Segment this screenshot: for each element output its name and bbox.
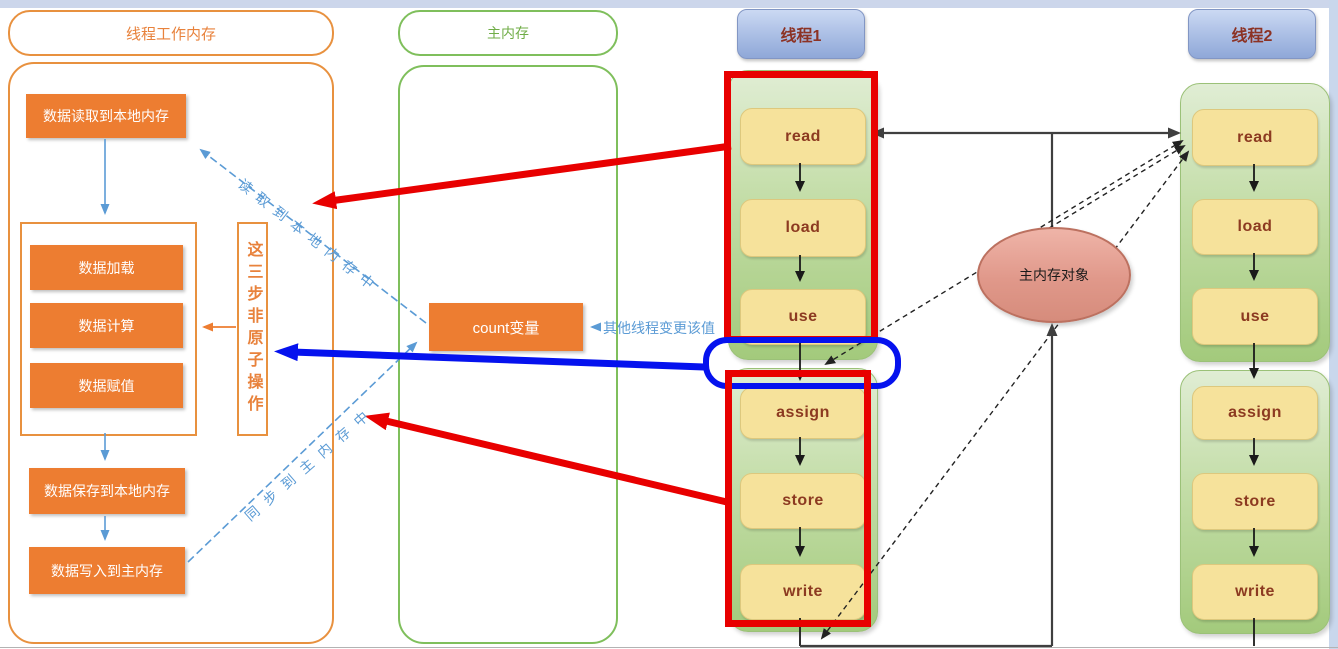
thread2-use-label: use <box>1240 307 1270 325</box>
blue-annotation-arrow <box>274 343 705 371</box>
red-annotation-arrow-top <box>312 142 732 210</box>
thread2-step-load: load <box>1192 199 1318 255</box>
other-thread-annotation: 其他线程变更该值 <box>603 320 715 336</box>
data-load-label: 数据加载 <box>78 259 135 276</box>
non-atomic-note-box: 这三步非原子操作 <box>237 222 268 436</box>
thread2-step-store: store <box>1192 473 1318 530</box>
save-to-local-box: 数据保存到本地内存 <box>29 468 185 514</box>
red-highlight-read-load-use <box>724 71 878 343</box>
data-load-box: 数据加载 <box>30 245 183 290</box>
thread2-write-label: write <box>1235 583 1275 600</box>
read-to-local-box: 数据读取到本地内存 <box>26 94 186 138</box>
thread1-store-label: store <box>782 492 824 509</box>
thread1-assign-label: assign <box>776 404 830 421</box>
top-border-strip <box>0 0 1338 8</box>
bottom-border-line <box>0 647 1338 648</box>
right-border-strip <box>1329 0 1338 649</box>
thread2-step-write: write <box>1192 564 1318 620</box>
write-to-main-box: 数据写入到主内存 <box>29 547 185 594</box>
data-compute-box: 数据计算 <box>30 303 183 348</box>
thread2-read-label: read <box>1237 128 1273 146</box>
thread1-load-label: load <box>785 219 821 236</box>
thread2-step-assign: assign <box>1192 386 1318 440</box>
thread2-assign-label: assign <box>1228 404 1282 421</box>
thread2-load-label: load <box>1237 218 1273 235</box>
thread1-write-label: write <box>783 583 823 600</box>
red-annotation-arrow-bottom <box>364 412 732 507</box>
thread-working-memory-title-label: 线程工作内存 <box>125 25 216 43</box>
thread2-title-label: 线程2 <box>1231 28 1273 45</box>
non-atomic-note-label: 这三步非原子操作 <box>244 241 262 417</box>
count-variable-box: count变量 <box>429 303 583 351</box>
count-variable-label: count变量 <box>472 319 540 337</box>
sync-to-main-line <box>187 341 418 563</box>
thread1-read-label: read <box>785 127 821 145</box>
data-assign-box: 数据赋值 <box>30 363 183 408</box>
red-highlight-assign-store-write <box>725 370 871 627</box>
thread2-step-read: read <box>1192 109 1318 166</box>
thread2-store-label: store <box>1234 492 1276 510</box>
save-to-local-label: 数据保存到本地内存 <box>44 483 170 499</box>
data-compute-label: 数据计算 <box>78 317 135 334</box>
read-to-local-label: 数据读取到本地内存 <box>43 108 169 124</box>
data-assign-label: 数据赋值 <box>78 377 135 394</box>
main-memory-title-label: 主内存 <box>487 25 529 41</box>
thread-working-memory-title: 线程工作内存 <box>8 10 334 56</box>
thread1-header: 线程1 <box>737 9 865 59</box>
thread2-step-use: use <box>1192 288 1318 345</box>
thread1-use-label: use <box>788 308 818 325</box>
write-to-main-label: 数据写入到主内存 <box>51 562 163 579</box>
thread2-header: 线程2 <box>1188 9 1316 59</box>
thread1-title-label: 线程1 <box>780 28 822 45</box>
main-memory-title: 主内存 <box>398 10 618 56</box>
